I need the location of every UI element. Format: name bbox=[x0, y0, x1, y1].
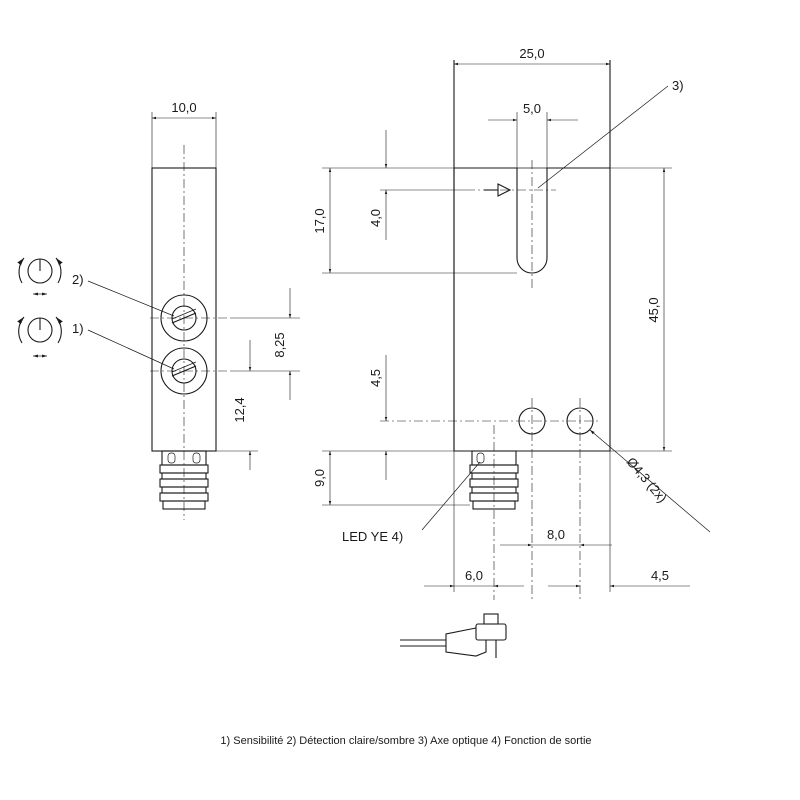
dim-hole-dia: Ø4,3 (2x) bbox=[624, 454, 670, 505]
dim-slot-depth: 17,0 bbox=[312, 208, 327, 233]
mounting-holes bbox=[380, 398, 600, 600]
front-connector bbox=[469, 425, 519, 600]
dim-slot-width: 5,0 bbox=[523, 101, 541, 116]
dim-connector-pos: 6,0 bbox=[465, 568, 483, 583]
side-connector bbox=[159, 450, 209, 510]
callout-1: 1) bbox=[72, 321, 84, 336]
dim-pot-lower: 12,4 bbox=[232, 397, 247, 422]
callout-3: 3) bbox=[672, 78, 684, 93]
dim-hole-spacing: 8,0 bbox=[547, 527, 565, 542]
potentiometer-1 bbox=[150, 347, 232, 395]
front-body bbox=[453, 60, 611, 452]
dim-height-total: 45,0 bbox=[646, 297, 661, 322]
front-view: 25,0 5,0 3) 17,0 4,0 45,0 4,5 9,0 bbox=[312, 46, 711, 600]
dim-hole-offset: 4,5 bbox=[368, 369, 383, 387]
potentiometer-2 bbox=[150, 294, 232, 342]
dim-pot-spacing: 8,25 bbox=[272, 332, 287, 357]
callout-led: LED YE 4) bbox=[342, 529, 403, 544]
callout-2: 2) bbox=[72, 272, 84, 287]
slot bbox=[516, 168, 548, 274]
sensitivity-rotation-icon bbox=[17, 316, 63, 358]
dim-side-width: 10,0 bbox=[171, 100, 196, 115]
dim-hole-edge: 4,5 bbox=[651, 568, 669, 583]
side-view: 10,0 8,25 12,4 2) 1) bbox=[17, 100, 300, 520]
dim-optical-axis: 4,0 bbox=[368, 209, 383, 227]
light-dark-rotation-icon bbox=[17, 257, 63, 296]
cable-plug-icon bbox=[400, 613, 507, 658]
dim-width-total: 25,0 bbox=[519, 46, 544, 61]
legend-text: 1) Sensibilité 2) Détection claire/sombr… bbox=[220, 735, 591, 747]
dim-connector: 9,0 bbox=[312, 469, 327, 487]
